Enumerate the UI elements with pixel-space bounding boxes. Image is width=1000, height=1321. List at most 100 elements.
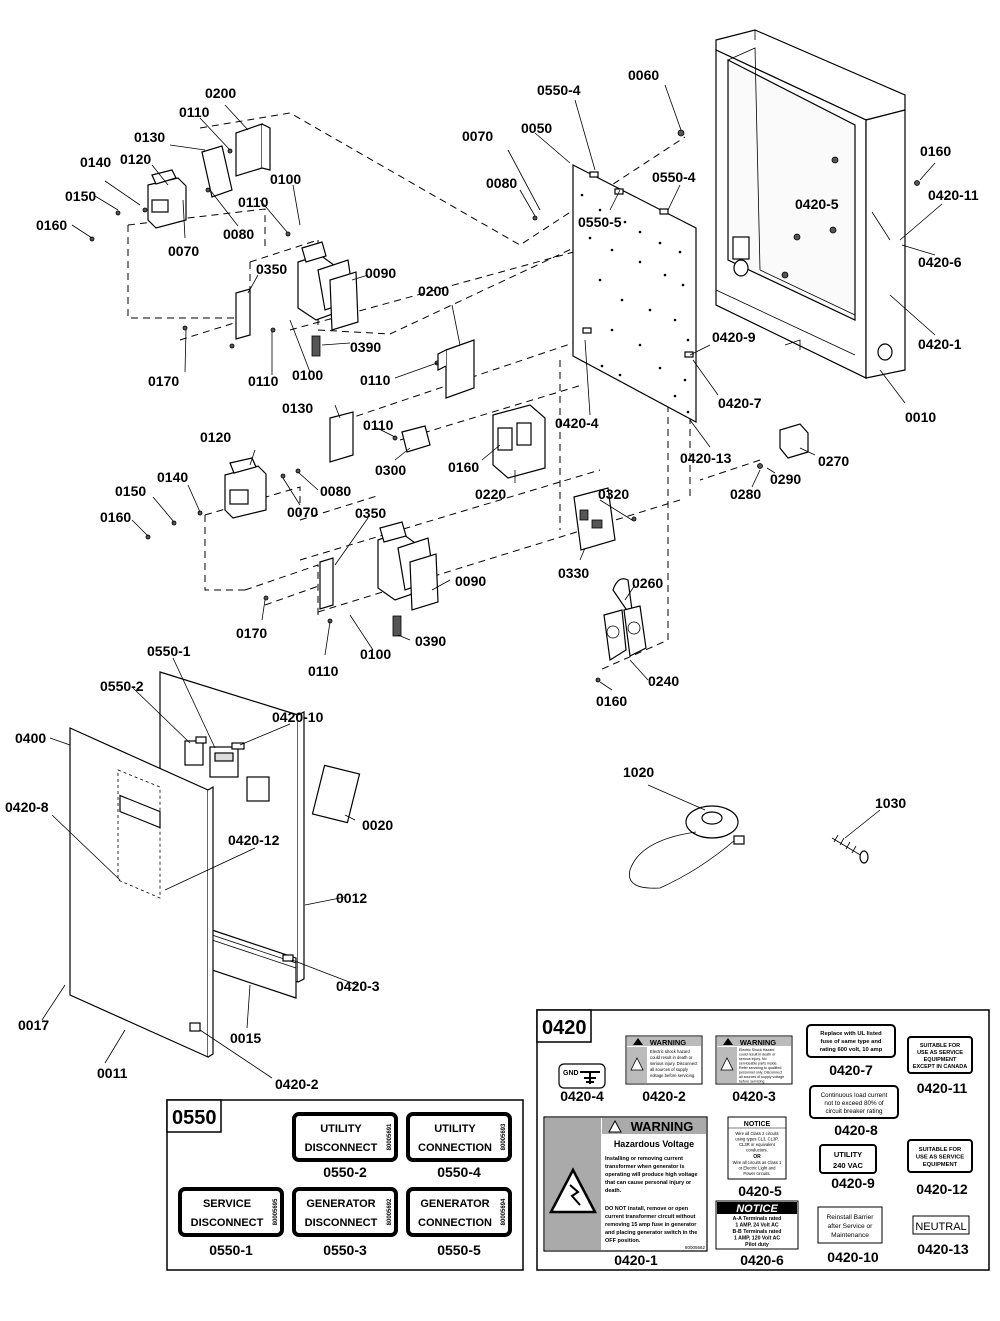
callout-label: 0110 — [360, 372, 391, 388]
l5-line: or Electric Light and — [738, 1166, 776, 1171]
label-set-0550-box: 0550 UTILITY DISCONNECT 80005691 0550-2 … — [166, 1099, 524, 1271]
warning-triangle-icon — [723, 1038, 733, 1045]
label-0550-2-line2: DISCONNECT — [305, 1142, 378, 1154]
caption-0420-11: 0420-11 — [917, 1080, 968, 1096]
l7-line: Replace with UL listed — [820, 1031, 882, 1037]
load-label-0420-8: Continuous load current not to exceed 80… — [809, 1085, 899, 1138]
caption-0420-2: 0420-2 — [642, 1088, 686, 1104]
label-0550-2-code: 80005691 — [387, 1123, 393, 1150]
l10-line: after Service or — [828, 1223, 874, 1230]
warn3-line: Refer servicing to qualified — [739, 1066, 781, 1070]
label-0550-4-line1: UTILITY — [434, 1123, 476, 1135]
warning-label-0420-3: WARNING Electric Shock Hazard could resu… — [715, 1035, 793, 1104]
callout-label: 0420-6 — [918, 254, 962, 270]
callout-label: 0550-4 — [652, 169, 696, 185]
door-0011 — [69, 727, 214, 1058]
hv-p1-line: operating will produce high voltage — [605, 1172, 698, 1178]
callout-label: 0130 — [134, 129, 165, 145]
l9-line: UTILITY — [834, 1150, 862, 1159]
callout-label: 0140 — [80, 154, 111, 170]
current-transformer-1020 — [628, 805, 745, 889]
l13-text: NEUTRAL — [915, 1221, 966, 1233]
callout-label: 0420-1 — [918, 336, 962, 352]
callout-label: 0420-5 — [795, 196, 839, 212]
back-panel-0050 — [572, 164, 697, 424]
callout-label: 0100 — [292, 367, 323, 383]
current-transformer-0240 — [603, 578, 647, 662]
notice-label-0420-6: NOTICE A-A Terminals rated 1 AMP, 24 Vol… — [715, 1200, 799, 1268]
warn2-line: serious injury. Disconnect — [650, 1061, 698, 1066]
hv-p2-line: removing 15 amp fuse in generator — [605, 1222, 697, 1228]
caption-0550-5: 0550-5 — [437, 1242, 481, 1258]
hazard-label-0420-1: WARNING Hazardous Voltage Installing or … — [543, 1116, 708, 1268]
label-0550-3-line2: DISCONNECT — [305, 1217, 378, 1229]
label-0550-3-line1: GENERATOR — [306, 1198, 375, 1210]
hv-p1-line: transformer when generator is — [605, 1164, 684, 1170]
callout-label: 0420-10 — [272, 709, 324, 725]
callout-label: 0420-13 — [680, 450, 732, 466]
callout-label: 0110 — [179, 104, 210, 120]
callout-label: 0100 — [360, 646, 391, 662]
shock-icon — [720, 1057, 734, 1071]
callout-label: 0200 — [418, 283, 449, 299]
callout-label: 0390 — [350, 339, 381, 355]
callout-label: 0390 — [415, 633, 446, 649]
callout-label: 0300 — [375, 462, 406, 478]
l10-line: Reinstall Barrier — [827, 1214, 875, 1221]
l12-line: SUITABLE FOR — [919, 1147, 962, 1153]
l11-line: EXCEPT IN CANADA — [913, 1064, 967, 1070]
callout-label: 0160 — [448, 459, 479, 475]
callout-label: 0120 — [120, 151, 151, 167]
l9-line: 240 VAC — [833, 1161, 863, 1170]
box-0550-title: 0550 — [172, 1107, 217, 1129]
warn2-line: Electric shock hazard — [650, 1049, 690, 1054]
hv-p1-line: that can cause personal injury or — [605, 1180, 692, 1186]
caption-0420-6: 0420-6 — [740, 1252, 784, 1268]
fuse-block-0270 — [779, 423, 809, 459]
l12-line: EQUIPMENT — [923, 1162, 958, 1168]
caption-0420-5: 0420-5 — [738, 1183, 782, 1199]
callout-label: 0420-11 — [928, 187, 979, 203]
caption-0420-1: 0420-1 — [614, 1252, 658, 1268]
callout-label: 0011 — [97, 1065, 128, 1081]
warn3-line: could result in death or — [739, 1053, 776, 1057]
warn3-line: before servicing. — [739, 1080, 765, 1084]
hv-p2-line: current transformer circuit without — [605, 1214, 696, 1220]
warn2-head: WARNING — [650, 1038, 686, 1047]
callout-label: 1020 — [623, 764, 654, 780]
callout-labels: 0200 0130 0110 0120 0140 0150 0160 0070 … — [5, 67, 979, 1092]
shock-icon — [630, 1057, 644, 1071]
callout-label: 0020 — [362, 817, 393, 833]
label-0550-5-code: 80005694 — [501, 1198, 507, 1225]
l5-line: OR — [753, 1154, 761, 1160]
caption-0420-9: 0420-9 — [831, 1175, 875, 1191]
callout-label: 0100 — [270, 171, 301, 187]
warning-triangle-icon — [608, 1119, 622, 1133]
ground-icon — [580, 1071, 600, 1084]
l8-line: not to exceed 80% of — [824, 1100, 883, 1107]
hv-p1-line: death. — [605, 1188, 622, 1194]
l12-line: USE AS SERVICE — [916, 1155, 964, 1161]
callout-label: 0080 — [223, 226, 254, 242]
hv-code: 80005662 — [685, 1245, 706, 1250]
callout-label: 0420-12 — [228, 832, 280, 848]
l6-line: 1 AMP, 120 Volt AC — [734, 1236, 780, 1242]
callout-label: 0320 — [598, 486, 629, 502]
callout-label: 0090 — [365, 265, 396, 281]
label-0550-1-line1: SERVICE — [203, 1198, 251, 1210]
callout-label: 0550-4 — [537, 82, 581, 98]
warn3-head: WARNING — [740, 1038, 776, 1047]
shock-hazard-icon — [548, 1167, 598, 1214]
hv-p1-line: Installing or removing current — [605, 1156, 683, 1162]
caption-0420-12: 0420-12 — [916, 1181, 968, 1197]
callout-label: 0090 — [455, 573, 486, 589]
label-set-0420-box: 0420 GND 0420-4 WARNING Electric shock h… — [536, 1009, 990, 1271]
label-0550-4-code: 80005693 — [501, 1123, 507, 1150]
callout-label: 0050 — [521, 120, 552, 136]
warn3-line: personnel only. Disconnect — [739, 1071, 782, 1075]
callout-label: 0110 — [363, 417, 394, 433]
callout-label: 0070 — [168, 243, 199, 259]
l6-line: A-A Terminals rated — [733, 1216, 782, 1222]
hv-head: WARNING — [631, 1119, 694, 1134]
l10-line: Maintenance — [831, 1232, 869, 1239]
